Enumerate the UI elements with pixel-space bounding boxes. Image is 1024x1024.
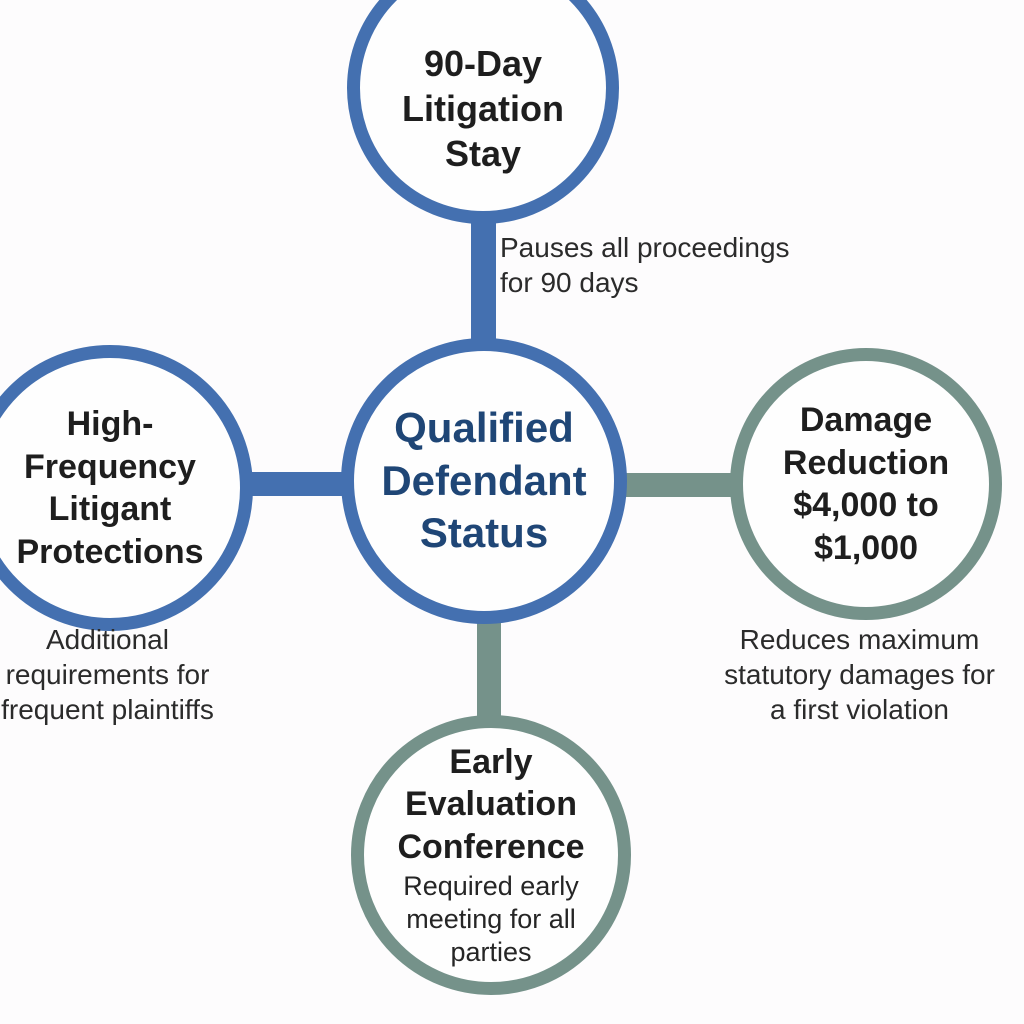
node-left-label: High- Frequency Litigant Protections xyxy=(16,405,204,571)
node-damage-reduction: Damage Reduction $4,000 to $1,000 xyxy=(730,348,1002,620)
node-top-label: 90-Day Litigation Stay xyxy=(402,42,564,174)
node-bottom-sublabel: Required early meeting for all parties xyxy=(403,871,579,968)
caption-litigation-stay: Pauses all proceedings for 90 days xyxy=(500,232,790,298)
connector-right-green xyxy=(612,473,747,497)
node-bottom-label: Early Evaluation Conference xyxy=(397,742,585,866)
caption-litigant-protections: Additional requirements for frequent pla… xyxy=(1,624,214,725)
caption-damage-reduction: Reduces maximum statutory damages for a … xyxy=(724,624,995,725)
node-early-evaluation-conference: Early Evaluation Conference Required ear… xyxy=(351,715,631,995)
node-qualified-defendant-status: Qualified Defendant Status xyxy=(341,338,627,624)
node-high-frequency-litigant-protections: High- Frequency Litigant Protections xyxy=(0,345,253,631)
node-center-label: Qualified Defendant Status xyxy=(381,404,587,557)
node-90-day-litigation-stay: 90-Day Litigation Stay xyxy=(347,0,619,224)
node-right-label: Damage Reduction $4,000 to $1,000 xyxy=(782,401,950,567)
